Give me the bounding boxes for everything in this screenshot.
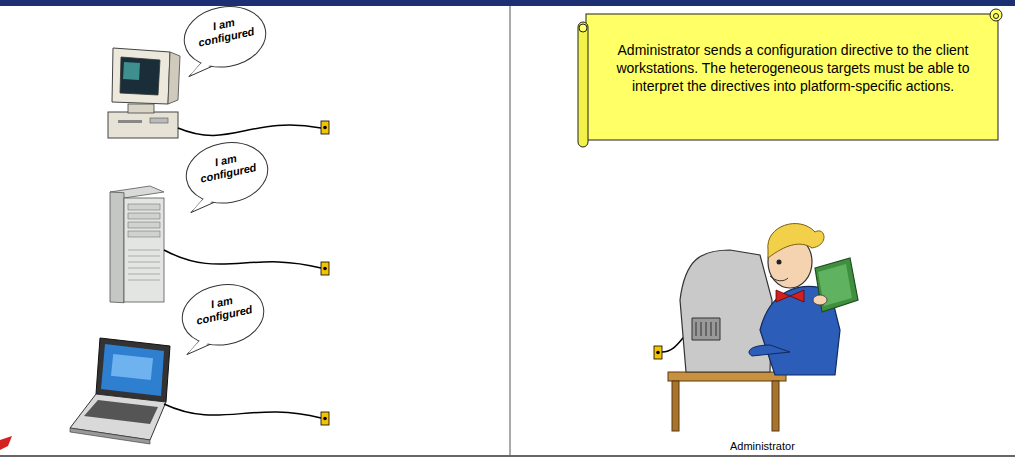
logo-fragment bbox=[0, 436, 12, 450]
figure-label: Administrator bbox=[730, 440, 795, 452]
wall-socket bbox=[321, 262, 329, 275]
wall-socket bbox=[321, 412, 329, 425]
wall-socket bbox=[321, 121, 329, 134]
laptop bbox=[70, 338, 170, 444]
callout-text: Administrator sends a configuration dire… bbox=[602, 41, 984, 96]
cable bbox=[164, 404, 321, 418]
speech-bubble: I am configured bbox=[180, 284, 266, 356]
cable bbox=[178, 125, 321, 135]
speech-bubble: I am configured bbox=[182, 6, 268, 78]
scroll-callout: Administrator sends a configuration dire… bbox=[576, 8, 1006, 148]
desktop-computer bbox=[108, 48, 180, 138]
speech-bubble: I am configured bbox=[184, 142, 270, 214]
tower-server bbox=[110, 186, 164, 303]
divider-line bbox=[510, 6, 511, 455]
bottom-line bbox=[0, 455, 1015, 457]
scroll-callout bbox=[576, 8, 1006, 148]
cable bbox=[164, 250, 321, 268]
top-bar bbox=[0, 0, 1015, 6]
administrator-figure bbox=[654, 224, 858, 431]
